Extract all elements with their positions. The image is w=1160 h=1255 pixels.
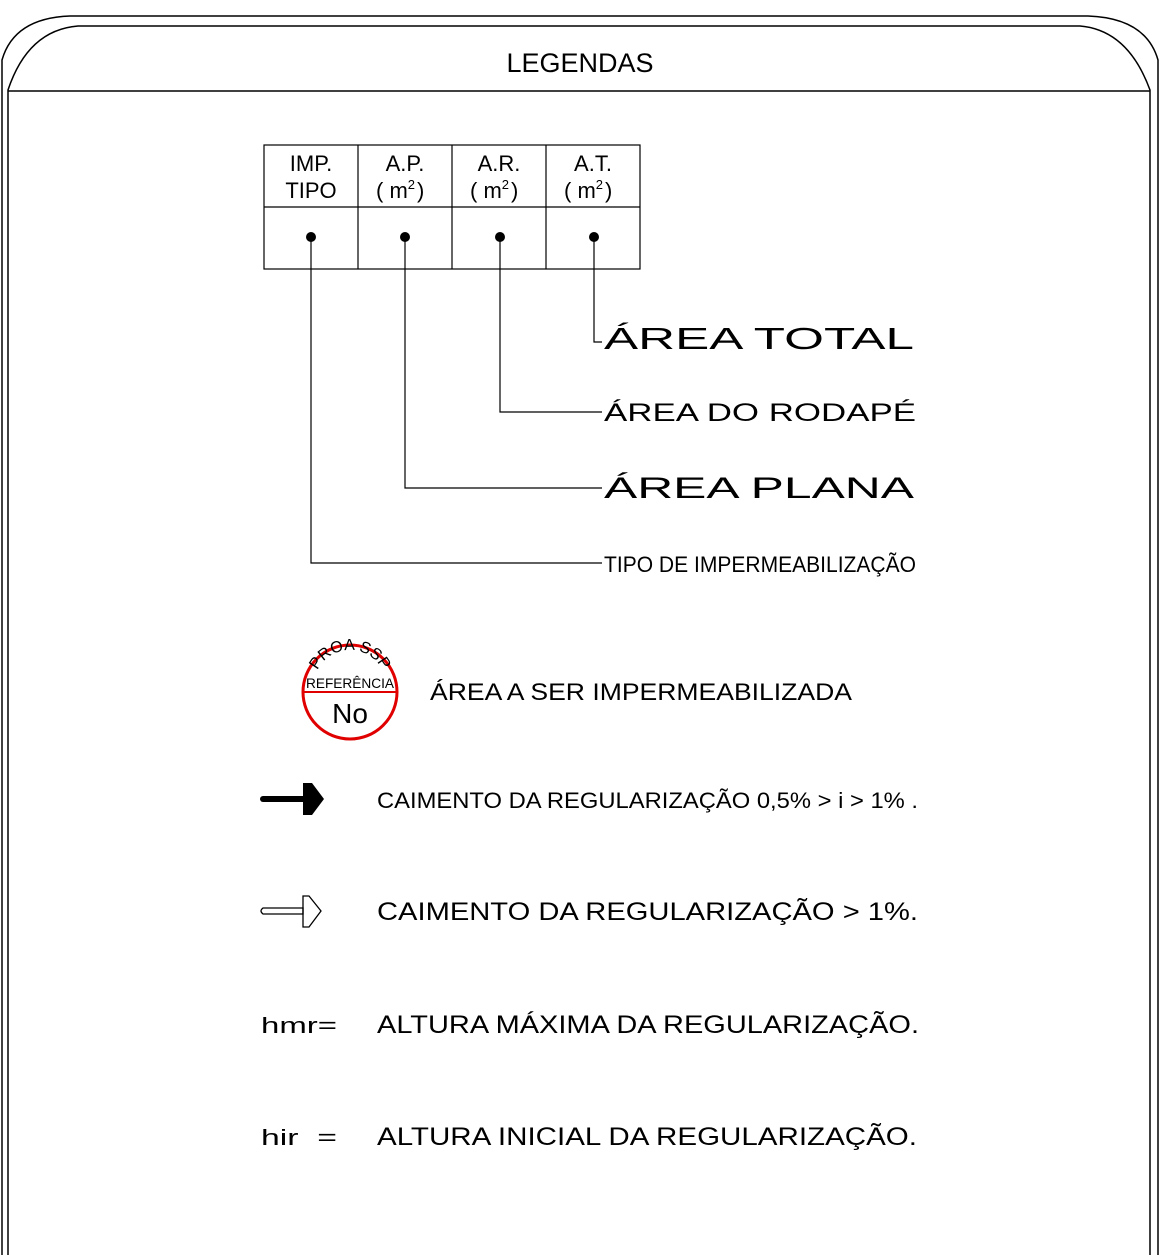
header-imp: IMP. (290, 151, 332, 176)
callout-area-rodape: ÁREA DO RODAPÉ (604, 398, 916, 427)
solid-arrow-icon (260, 783, 324, 815)
hir-symbol: hir = (261, 1125, 337, 1150)
leader-area-total (593, 237, 602, 343)
header-at-unit: ( m2) (564, 177, 612, 203)
leader-area-rodape (499, 237, 602, 413)
reference-stamp: PROA SSP REFERÊNCIA No (301, 637, 399, 741)
hollow-arrow-icon (260, 895, 322, 928)
legend-caimento-2: CAIMENTO DA REGULARIZAÇÃO > 1%. (377, 897, 918, 926)
stamp-ref-text: REFERÊNCIA (306, 675, 395, 691)
header-ar: A.R. (478, 151, 521, 176)
hmr-symbol: hmr= (261, 1013, 337, 1038)
dot-ap (400, 232, 410, 242)
legend-hmr: ALTURA MÁXIMA DA REGULARIZAÇÃO. (377, 1010, 919, 1039)
header-ap: A.P. (386, 151, 425, 176)
dot-imp (306, 232, 316, 242)
dot-ar (495, 232, 505, 242)
callout-tipo-imp: TIPO DE IMPERMEABILIZAÇÃO (604, 552, 916, 577)
leader-tipo-imp (310, 237, 602, 564)
header-tipo: TIPO (285, 178, 336, 203)
header-at: A.T. (574, 151, 612, 176)
leader-lines (310, 237, 602, 564)
legend-impermeabilizada: ÁREA A SER IMPERMEABILIZADA (430, 679, 852, 706)
header-ap-unit: ( m2) (376, 177, 424, 203)
legend-hir: ALTURA INICIAL DA REGULARIZAÇÃO. (377, 1122, 917, 1151)
dot-at (589, 232, 599, 242)
stamp-no-text: No (332, 698, 368, 729)
leader-area-plana (404, 237, 602, 489)
leader-dots (306, 232, 599, 242)
legend-table (263, 144, 641, 270)
sheet-frame (1, 15, 1159, 1255)
legend-caimento-1: CAIMENTO DA REGULARIZAÇÃO 0,5% > i > 1% … (377, 788, 918, 813)
sheet-title: LEGENDAS (506, 48, 653, 78)
header-ar-unit: ( m2) (470, 177, 518, 203)
callout-area-plana: ÁREA PLANA (604, 472, 914, 505)
callout-area-total: ÁREA TOTAL (604, 321, 914, 356)
